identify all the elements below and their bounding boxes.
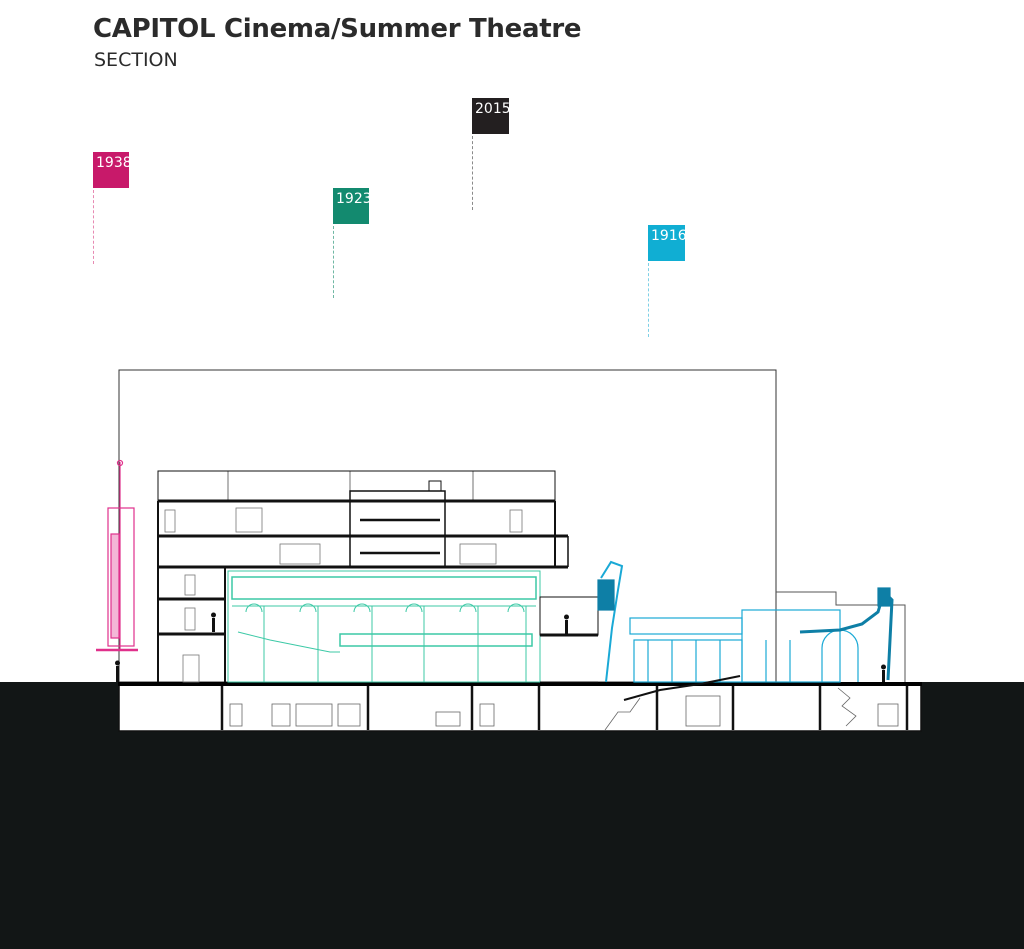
year-flag-1938: 1938 [93, 152, 132, 188]
year-flag-2015: 2015 [472, 98, 511, 134]
year-pole-1916 [648, 263, 649, 337]
human-figures [115, 612, 886, 682]
basement-fittings [229, 687, 899, 731]
rear-annex-outline [776, 591, 906, 682]
diagram-title: CAPITOL Cinema/Summer Theatre [93, 14, 582, 44]
basement-walls [220, 686, 909, 730]
diagram-subtitle: SECTION [94, 49, 178, 71]
raked-seating-1916 [623, 675, 741, 701]
year-pole-2015 [472, 136, 473, 210]
year-pole-1923 [333, 226, 334, 298]
basement-block [118, 683, 922, 732]
facade-1938 [96, 459, 138, 652]
year-flag-1916: 1916 [648, 225, 687, 261]
year-flag-1923: 1923 [333, 188, 372, 224]
lobby-2015 [539, 596, 599, 683]
auditorium-1923 [227, 570, 541, 683]
annex-2015 [157, 470, 569, 682]
year-pole-1938 [93, 190, 94, 264]
annex-interiors [164, 507, 523, 683]
summer-theatre-1916 [597, 560, 894, 683]
